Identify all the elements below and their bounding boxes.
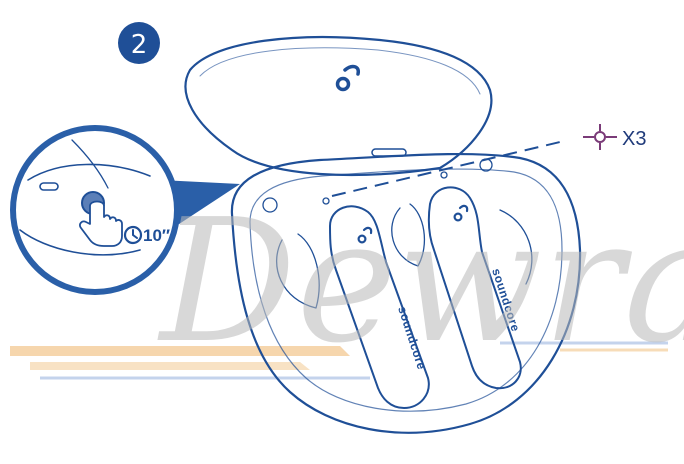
led-blink-count: X3: [622, 128, 646, 150]
soundcore-logo-icon: [357, 226, 373, 244]
led-blink-icon: [583, 124, 617, 150]
callout-pointer: [160, 180, 240, 230]
hand-press-icon: [79, 200, 123, 247]
soundcore-logo-icon: [453, 204, 469, 222]
soundcore-logo-icon: [335, 64, 361, 92]
watermark: Dewrak: [157, 183, 684, 381]
watermark-text: Dewrak: [157, 183, 684, 381]
led-pointer-line: [331, 141, 561, 197]
step-number: 2: [131, 30, 148, 60]
step-badge: 2: [118, 22, 160, 64]
clock-icon: [123, 225, 143, 245]
hold-duration: 10″: [143, 226, 170, 245]
decorative-stripes: [10, 341, 668, 380]
